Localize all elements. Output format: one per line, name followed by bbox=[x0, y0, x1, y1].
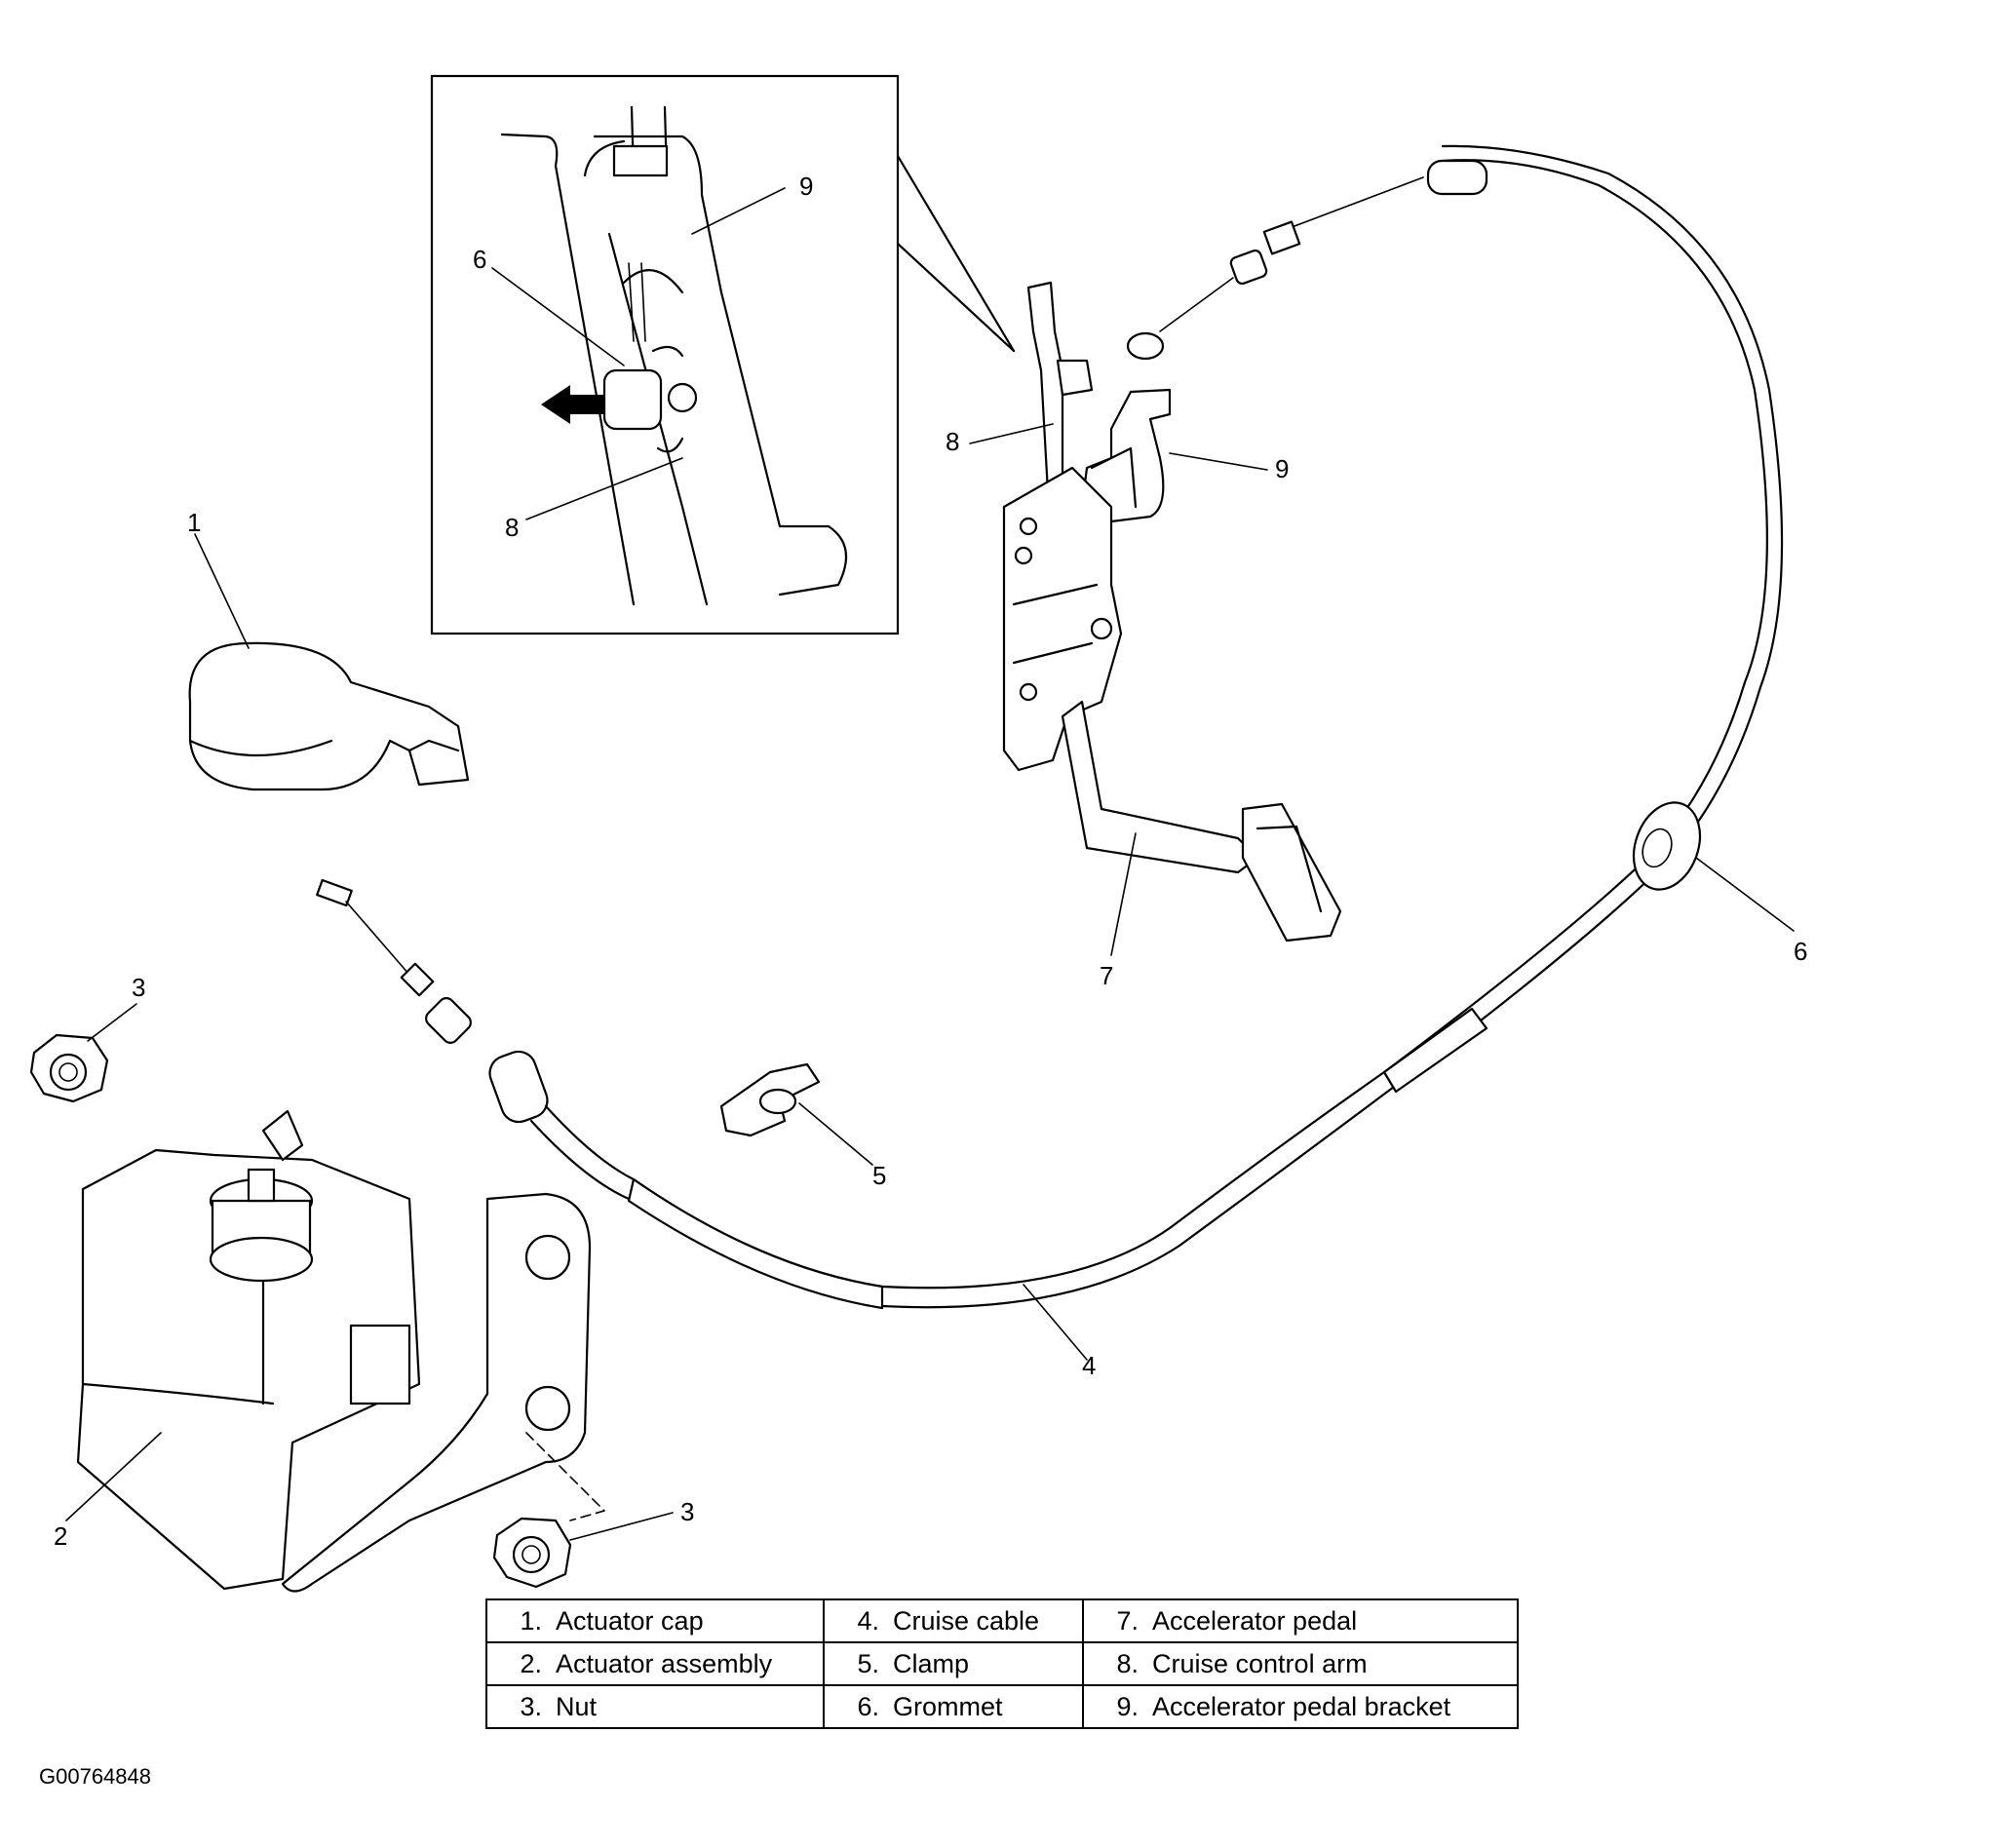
nut-lower: 3 bbox=[492, 1432, 694, 1589]
callout-inset-6: 6 bbox=[473, 245, 486, 274]
leader-grommet bbox=[1695, 857, 1795, 932]
leader-actuator-cap bbox=[194, 533, 250, 649]
legend-cell: 3.Nut bbox=[485, 1684, 825, 1729]
actuator-cap: 1 bbox=[187, 508, 470, 791]
inset-leader-6 bbox=[491, 267, 625, 366]
actuator-assembly: 2 bbox=[54, 1109, 592, 1593]
leader-cruise-cable bbox=[1023, 1284, 1088, 1361]
leader-actuator-assembly bbox=[65, 1432, 162, 1521]
legend-cell: 6.Grommet bbox=[823, 1684, 1084, 1729]
leader-nut-upper bbox=[87, 1003, 137, 1042]
legend-cell: 9.Accelerator pedal bracket bbox=[1082, 1684, 1519, 1729]
accelerator-pedal-assembly: 8 9 7 bbox=[946, 281, 1342, 990]
inset-detail: 9 6 8 bbox=[430, 74, 1016, 635]
grommet: 6 bbox=[1695, 857, 1807, 966]
callout-accelerator-pedal: 7 bbox=[1100, 961, 1113, 990]
leader-nut-lower bbox=[569, 1512, 674, 1541]
callout-nut-lower: 3 bbox=[680, 1497, 694, 1526]
callout-actuator-assembly: 2 bbox=[54, 1521, 67, 1551]
clamp: 5 bbox=[719, 1062, 886, 1190]
leader-cruise-control-arm bbox=[969, 423, 1054, 444]
leader-accelerator-pedal-bracket bbox=[1169, 452, 1268, 471]
legend-cell: 7.Accelerator pedal bbox=[1082, 1598, 1519, 1643]
legend-cell: 2.Actuator assembly bbox=[485, 1641, 825, 1686]
callout-grommet: 6 bbox=[1794, 937, 1807, 966]
callout-accelerator-pedal-bracket: 9 bbox=[1275, 454, 1289, 483]
figure-id: G00764848 bbox=[39, 1764, 151, 1789]
legend-row: 2.Actuator assembly 5.Clamp 8.Cruise con… bbox=[485, 1641, 1519, 1686]
nut-upper: 3 bbox=[29, 973, 145, 1103]
callout-clamp: 5 bbox=[872, 1161, 886, 1190]
cruise-cable: 4 bbox=[316, 144, 1784, 1380]
inset-leader-8 bbox=[525, 457, 683, 520]
legend-cell: 5.Clamp bbox=[823, 1641, 1084, 1686]
leader-accelerator-pedal bbox=[1110, 832, 1137, 956]
callout-inset-9: 9 bbox=[799, 172, 813, 201]
legend-cell: 8.Cruise control arm bbox=[1082, 1641, 1519, 1686]
callout-cruise-control-arm: 8 bbox=[946, 427, 959, 456]
parts-legend-table: 1.Actuator cap 4.Cruise cable 7.Accelera… bbox=[485, 1598, 1519, 1729]
callout-nut-upper: 3 bbox=[132, 973, 145, 1002]
callout-actuator-cap: 1 bbox=[187, 508, 201, 537]
callout-cruise-cable: 4 bbox=[1082, 1351, 1096, 1380]
legend-cell: 4.Cruise cable bbox=[823, 1598, 1084, 1643]
legend-cell: 1.Actuator cap bbox=[485, 1598, 825, 1643]
legend-row: 3.Nut 6.Grommet 9.Accelerator pedal brac… bbox=[485, 1684, 1519, 1729]
leader-clamp bbox=[798, 1102, 873, 1166]
callout-inset-8: 8 bbox=[505, 513, 519, 542]
legend-row: 1.Actuator cap 4.Cruise cable 7.Accelera… bbox=[485, 1598, 1519, 1643]
inset-leader-9 bbox=[691, 187, 786, 235]
